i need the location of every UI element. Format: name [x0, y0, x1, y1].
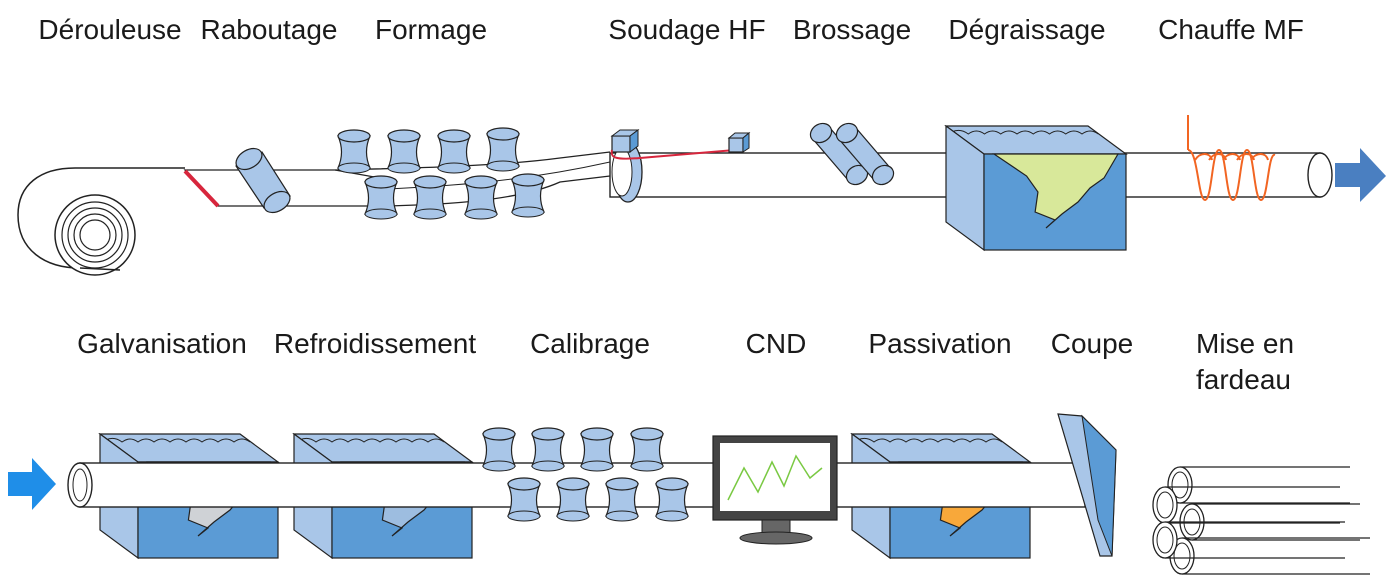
bundle-tube: [1152, 486, 1340, 524]
sizing-roller-bottom: [605, 477, 639, 522]
label-galvanisation: Galvanisation: [77, 328, 247, 359]
label-passivation: Passivation: [868, 328, 1012, 359]
forming-roller-top: [486, 127, 520, 172]
label-soudage-hf: Soudage HF: [608, 14, 766, 45]
label-refroidissement: Refroidissement: [273, 328, 477, 359]
inlet-arrow: [8, 458, 56, 510]
sizing-roller-bottom: [655, 477, 689, 522]
uncoiler-coil: [17, 167, 185, 276]
label-cnd: CND: [745, 328, 807, 359]
bundle-tube: [1167, 466, 1350, 504]
forming-roller-bottom: [413, 175, 447, 220]
label-calibrage: Calibrage: [530, 328, 650, 359]
forming-roller-top: [337, 129, 371, 174]
ndt-monitor: [712, 435, 838, 545]
forming-rollers: [337, 127, 545, 220]
forming-roller-bottom: [511, 173, 545, 218]
label-raboutage: Raboutage: [200, 14, 338, 45]
label-fardeau: fardeau: [1196, 364, 1291, 395]
brushing-rollers: [809, 122, 895, 186]
label-mise-en: Mise en: [1196, 328, 1295, 359]
sizing-roller-top: [580, 427, 614, 472]
sizing-roller-bottom: [507, 477, 541, 522]
forming-roller-top: [387, 129, 421, 174]
hf-welder: [610, 129, 751, 203]
sizing-roller-top: [630, 427, 664, 472]
label-coupe: Coupe: [1050, 328, 1134, 359]
sizing-roller-top: [482, 427, 516, 472]
label-brossage: Brossage: [792, 14, 912, 45]
tube-bundle: [1152, 466, 1370, 575]
label-derouleuse: Dérouleuse: [38, 14, 182, 45]
forming-roller-bottom: [364, 175, 398, 220]
sizing-roller-bottom: [556, 477, 590, 522]
bundle-tube: [1152, 521, 1345, 559]
induction-coil: [1187, 115, 1276, 202]
degreasing-tank: [944, 124, 1128, 252]
sizing-roller-top: [531, 427, 565, 472]
bundle-tube: [1169, 537, 1370, 575]
label-chauffe-mf: Chauffe MF: [1158, 14, 1304, 45]
cutting-blade: [1057, 413, 1117, 557]
forming-roller-top: [437, 129, 471, 174]
sizing-rollers: [482, 427, 689, 522]
label-formage: Formage: [374, 14, 488, 45]
label-degraissage: Dégraissage: [948, 14, 1106, 45]
outlet-arrow: [1335, 148, 1386, 202]
forming-roller-bottom: [464, 175, 498, 220]
raboutage-roller: [235, 147, 291, 214]
